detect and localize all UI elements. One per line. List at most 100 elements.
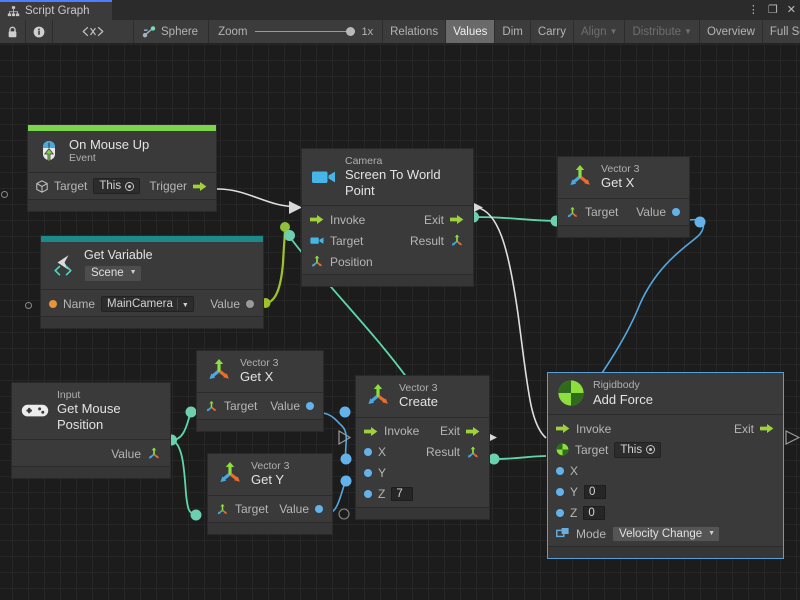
port-row-x: X xyxy=(548,460,783,481)
port-y[interactable]: Y xyxy=(364,466,386,480)
port-dot-orange[interactable] xyxy=(49,300,57,308)
node-footer xyxy=(197,419,323,431)
port-dot-blue[interactable] xyxy=(364,490,372,498)
toolbar-item-overview[interactable]: Overview xyxy=(700,20,763,43)
port-value[interactable]: Value xyxy=(636,205,680,219)
port-exit[interactable]: Exit xyxy=(440,424,480,438)
port-target[interactable]: Target This xyxy=(556,442,661,458)
toolbar-item-dim[interactable]: Dim xyxy=(495,20,530,43)
variable-icon xyxy=(50,252,76,278)
zoom-slider-knob[interactable] xyxy=(346,27,355,36)
zoom-control[interactable]: Zoom 1x xyxy=(209,20,383,43)
port-result[interactable]: Result xyxy=(410,234,464,248)
node-on-mouse-up[interactable]: On Mouse Up Event Target xyxy=(27,124,217,212)
port-dot-value[interactable] xyxy=(246,300,254,308)
node-title: Add Force xyxy=(593,392,653,407)
gameobject-icon xyxy=(36,180,48,193)
port-value[interactable]: Value xyxy=(270,399,314,413)
port-value[interactable]: Value xyxy=(279,502,323,516)
toolbar-item-full-screen[interactable]: Full Screen xyxy=(763,20,800,43)
port-value[interactable]: Value xyxy=(111,447,161,461)
graph-object-field[interactable]: Sphere xyxy=(134,20,209,43)
variable-scope-dropdown[interactable]: Scene ▼ xyxy=(84,265,153,283)
port-y[interactable]: Y 0 xyxy=(556,485,606,499)
node-vector3-get-x-right[interactable]: Vector 3 Get X Target xyxy=(557,156,690,238)
node-get-mouse-position[interactable]: Input Get Mouse Position Value xyxy=(11,382,171,479)
lock-toggle-button[interactable] xyxy=(0,20,26,43)
port-position[interactable]: Position xyxy=(310,255,373,269)
node-input-connector[interactable] xyxy=(25,302,32,309)
node-title-group: On Mouse Up Event xyxy=(69,137,149,165)
z-value-field[interactable]: 7 xyxy=(391,487,413,501)
port-dot-blue[interactable] xyxy=(556,509,564,517)
info-button[interactable] xyxy=(26,20,53,43)
zoom-slider[interactable] xyxy=(255,26,355,38)
target-picker-icon[interactable] xyxy=(125,182,134,191)
port-invoke-label: Invoke xyxy=(384,424,419,438)
toolbar-item-carry[interactable]: Carry xyxy=(531,20,574,43)
node-screen-to-world-point[interactable]: Camera Screen To World Point Invoke Exit xyxy=(301,148,474,287)
port-dot-blue[interactable] xyxy=(672,208,680,216)
node-subtitle: Rigidbody xyxy=(593,379,653,391)
port-target[interactable]: Target xyxy=(205,399,257,413)
port-dot-blue[interactable] xyxy=(315,505,323,513)
port-dot-blue[interactable] xyxy=(364,448,372,456)
camera-icon xyxy=(310,235,324,246)
port-dot-blue[interactable] xyxy=(306,402,314,410)
y-value-field[interactable]: 0 xyxy=(584,485,606,499)
port-x[interactable]: X xyxy=(556,464,578,478)
port-dot-blue[interactable] xyxy=(556,488,564,496)
zoom-slider-track xyxy=(255,31,355,32)
toolbar-item-values[interactable]: Values xyxy=(446,20,495,43)
port-z[interactable]: Z 7 xyxy=(364,487,413,501)
target-this-label: This xyxy=(99,180,121,192)
port-x[interactable]: X xyxy=(364,445,386,459)
port-position-label: Position xyxy=(330,255,373,269)
port-mode[interactable]: Mode Velocity Change ▼ xyxy=(556,526,720,542)
port-invoke[interactable]: Invoke xyxy=(556,422,611,436)
chevron-down-icon: ▼ xyxy=(610,27,618,36)
port-x-label: X xyxy=(570,464,578,478)
maximize-button[interactable]: ❐ xyxy=(768,5,778,16)
port-target[interactable]: Target xyxy=(216,502,268,516)
mode-dropdown[interactable]: Velocity Change ▼ xyxy=(612,526,720,542)
toolbar-item-relations[interactable]: Relations xyxy=(383,20,446,43)
z-value-field[interactable]: 0 xyxy=(583,506,605,520)
node-header: Vector 3 Create xyxy=(356,376,489,418)
port-row-z: Z 0 xyxy=(548,502,783,523)
node-input-connector[interactable] xyxy=(1,191,8,198)
port-result[interactable]: Result xyxy=(426,445,480,459)
node-vector3-create[interactable]: Vector 3 Create Invoke Exit xyxy=(355,375,490,520)
target-this-button[interactable]: This xyxy=(614,442,661,458)
port-invoke[interactable]: Invoke xyxy=(310,213,365,227)
port-trigger[interactable]: Trigger xyxy=(149,179,207,193)
toolbar-item-align[interactable]: Align ▼ xyxy=(574,20,626,43)
port-name[interactable]: Name MainCamera ▼ xyxy=(49,296,194,312)
target-picker-icon[interactable] xyxy=(646,445,655,454)
variable-name-dropdown-button[interactable]: ▼ xyxy=(177,298,193,310)
node-get-variable[interactable]: Get Variable Scene ▼ Name Mai xyxy=(40,235,264,329)
tab-script-graph[interactable]: Script Graph xyxy=(0,0,112,20)
port-target[interactable]: Target xyxy=(566,205,618,219)
variable-name-field[interactable]: MainCamera ▼ xyxy=(101,296,194,312)
port-invoke[interactable]: Invoke xyxy=(364,424,419,438)
port-target[interactable]: Target xyxy=(310,234,363,248)
port-z[interactable]: Z 0 xyxy=(556,506,605,520)
code-view-button[interactable] xyxy=(53,20,134,43)
toolbar-item-distribute[interactable]: Distribute ▼ xyxy=(625,20,700,43)
node-footer xyxy=(548,546,783,558)
close-button[interactable]: ✕ xyxy=(787,5,796,16)
port-exit[interactable]: Exit xyxy=(734,422,774,436)
overflow-menu-button[interactable]: ⋮ xyxy=(748,5,759,16)
node-vector3-get-y-left[interactable]: Vector 3 Get Y Target xyxy=(207,453,333,535)
port-value[interactable]: Value xyxy=(210,297,254,311)
port-target[interactable]: Target This xyxy=(36,178,140,194)
flow-arrow-icon xyxy=(450,214,464,225)
node-vector3-get-x-left[interactable]: Vector 3 Get X Target xyxy=(196,350,324,432)
node-rigidbody-add-force[interactable]: Rigidbody Add Force Invoke Exit xyxy=(547,372,784,559)
port-dot-blue[interactable] xyxy=(556,467,564,475)
graph-canvas[interactable]: On Mouse Up Event Target xyxy=(0,44,800,600)
target-this-button[interactable]: This xyxy=(93,178,140,194)
port-dot-blue[interactable] xyxy=(364,469,372,477)
port-exit[interactable]: Exit xyxy=(424,213,464,227)
